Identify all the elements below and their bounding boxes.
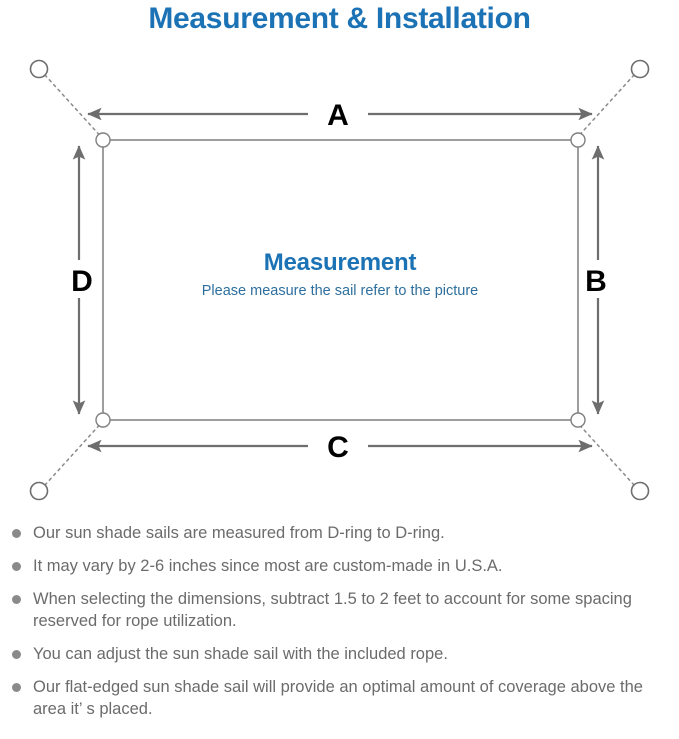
rope-top-left <box>44 74 105 141</box>
d-ring-bottom-left-icon <box>95 412 111 428</box>
dimension-label-right: B <box>585 265 607 298</box>
diagram-center-subtitle: Please measure the sail refer to the pic… <box>202 283 478 299</box>
list-item: You can adjust the sun shade sail with t… <box>12 643 665 665</box>
anchor-top-left-icon <box>29 59 49 79</box>
notes-list: Our sun shade sails are measured from D-… <box>0 522 679 731</box>
list-item: Our flat-edged sun shade sail will provi… <box>12 676 665 720</box>
note-text: Our sun shade sails are measured from D-… <box>33 524 445 542</box>
list-item: It may vary by 2-6 inches since most are… <box>12 555 665 577</box>
list-item: Our sun shade sails are measured from D-… <box>12 522 665 544</box>
d-ring-top-right-icon <box>570 132 586 148</box>
dimension-arrow-top: A <box>87 99 593 132</box>
dimension-arrow-right: B <box>585 145 607 415</box>
rope-bottom-left <box>44 419 105 486</box>
bullet-icon <box>12 683 21 692</box>
note-text: You can adjust the sun shade sail with t… <box>33 645 448 663</box>
anchor-top-right-icon <box>630 59 650 79</box>
dimension-label-bottom: C <box>327 431 349 464</box>
bullet-icon <box>12 595 21 604</box>
anchor-bottom-left-icon <box>29 481 49 501</box>
note-text: Our flat-edged sun shade sail will provi… <box>33 678 643 718</box>
dimension-label-left: D <box>71 265 93 298</box>
list-item: When selecting the dimensions, subtract … <box>12 588 665 632</box>
note-text: It may vary by 2-6 inches since most are… <box>33 557 503 575</box>
d-ring-bottom-right-icon <box>570 412 586 428</box>
diagram-center-title: Measurement <box>264 249 417 276</box>
rope-bottom-right <box>574 419 635 486</box>
dimension-label-top: A <box>327 99 349 132</box>
anchor-bottom-right-icon <box>630 481 650 501</box>
bullet-icon <box>12 562 21 571</box>
bullet-icon <box>12 650 21 659</box>
sail-rectangle <box>102 139 579 421</box>
note-text: When selecting the dimensions, subtract … <box>33 590 632 630</box>
d-rings <box>95 132 586 428</box>
d-ring-top-left-icon <box>95 132 111 148</box>
rope-top-right <box>574 74 635 141</box>
dimension-arrow-bottom: C <box>87 431 593 464</box>
anchor-points <box>29 59 650 501</box>
rope-lines <box>44 74 635 486</box>
page-title: Measurement & Installation <box>148 2 531 35</box>
shade-sail-measurement-diagram: A C D B Measurement Please measure the s… <box>29 59 650 501</box>
dimension-arrow-left: D <box>71 145 93 415</box>
bullet-icon <box>12 529 21 538</box>
